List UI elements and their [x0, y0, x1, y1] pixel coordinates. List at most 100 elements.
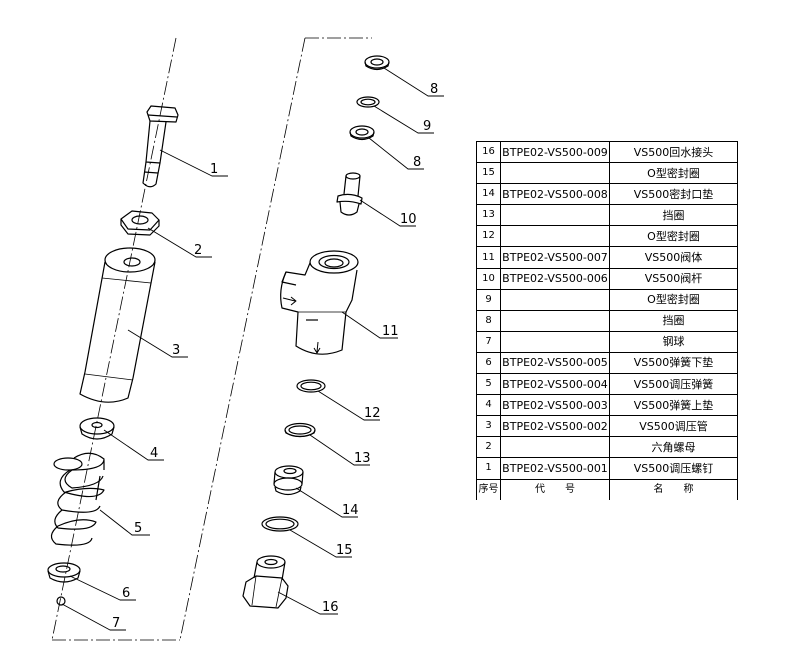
- callout-8-lower: 8: [413, 155, 421, 170]
- callout-4: 4: [150, 446, 158, 461]
- part-5-pressure-spring: [50, 452, 105, 546]
- bom-row-name: VS500调压弹簧: [609, 373, 738, 396]
- bom-row: 9 O型密封圈: [476, 288, 738, 311]
- bom-row-no: 9: [476, 288, 501, 311]
- part-11-valve-body: [280, 250, 359, 355]
- bom-row-code: BTPE02-VS500-003: [500, 394, 610, 417]
- callout-5: 5: [134, 521, 142, 536]
- part-10-valve-stem: [336, 172, 363, 216]
- bom-row-code: [500, 162, 610, 185]
- callout-7: 7: [112, 616, 120, 631]
- bom-row: 2 六角螺母: [476, 436, 738, 459]
- bom-row-name: VS500阀体: [609, 246, 738, 269]
- bom-row-name: O型密封圈: [609, 162, 738, 185]
- bom-row-name: VS500调压螺钉: [609, 457, 738, 480]
- bom-row-code: BTPE02-VS500-005: [500, 351, 610, 375]
- bom-row-code: BTPE02-VS500-006: [500, 267, 610, 290]
- bom-row-name: 挡圈: [609, 204, 738, 227]
- bom-row-no: 13: [476, 204, 501, 227]
- callout-10: 10: [400, 212, 417, 227]
- bom-row-name: VS500阀杆: [609, 267, 738, 290]
- callout-6: 6: [122, 586, 130, 601]
- bom-row: 8 挡圈: [476, 309, 738, 332]
- bom-row-name: VS500回水接头: [609, 140, 738, 164]
- bom-row-no: 12: [476, 225, 501, 248]
- bom-row-name: O型密封圈: [609, 225, 738, 248]
- part-7-steel-ball: [56, 596, 66, 606]
- bom-row-code: BTPE02-VS500-002: [500, 415, 610, 438]
- bom-row-no: 5: [476, 373, 501, 396]
- bom-row-code: [500, 330, 610, 353]
- part-3-adjusting-tube: [79, 247, 156, 403]
- part-16-return-water-joint: [242, 555, 289, 609]
- callout-9: 9: [423, 119, 431, 134]
- bom-row-code: [500, 288, 610, 311]
- bom-row-no: 7: [476, 330, 501, 353]
- bom-row-no: 15: [476, 162, 501, 185]
- header-no: 序号: [476, 478, 501, 500]
- callout-12: 12: [364, 406, 381, 421]
- bom-row-no: 11: [476, 246, 501, 269]
- part-12-o-ring: [296, 379, 326, 393]
- bom-row-code: BTPE02-VS500-004: [500, 373, 610, 396]
- part-9-o-ring: [356, 96, 380, 108]
- callout-2: 2: [194, 243, 202, 258]
- bom-row: 13 挡圈: [476, 204, 738, 227]
- bom-row-no: 3: [476, 415, 501, 438]
- bom-row-name: 六角螺母: [609, 436, 738, 459]
- leader-lines: [61, 67, 444, 631]
- bom-row-no: 1: [476, 457, 501, 480]
- bom-row-code: [500, 225, 610, 248]
- bom-row-name: VS500调压管: [609, 415, 738, 438]
- bom-row-code: BTPE02-VS500-007: [500, 246, 610, 269]
- bom-row-no: 8: [476, 309, 501, 332]
- bom-row: 12 O型密封圈: [476, 225, 738, 248]
- bom-row-name: 挡圈: [609, 309, 738, 332]
- callout-16: 16: [322, 600, 339, 615]
- callout-14: 14: [342, 503, 359, 518]
- part-4-spring-upper-pad: [79, 417, 115, 440]
- bom-row-no: 2: [476, 436, 501, 459]
- bom-row: 15 O型密封圈: [476, 162, 738, 185]
- header-name: 名 称: [609, 478, 738, 500]
- bom-header-row: 序号 代 号 名 称: [476, 478, 738, 500]
- bom-row-code: [500, 309, 610, 332]
- bom-row-name: VS500弹簧上垫: [609, 394, 738, 417]
- bom-row-code: [500, 204, 610, 227]
- part-14-seal-gasket: [273, 465, 304, 496]
- callout-11: 11: [382, 324, 399, 339]
- bom-row: 7 钢球: [476, 330, 738, 353]
- bom-row-no: 14: [476, 183, 501, 206]
- bom-row-no: 6: [476, 351, 501, 375]
- header-code: 代 号: [500, 478, 610, 500]
- bom-row-code: [500, 436, 610, 459]
- callout-8-top: 8: [430, 82, 438, 97]
- bom-row-name: VS500弹簧下垫: [609, 351, 738, 375]
- bom-row-name: VS500密封口垫: [609, 183, 738, 206]
- part-8-retaining-ring-top: [364, 55, 390, 71]
- part-6-spring-lower-pad: [47, 562, 81, 583]
- callout-13: 13: [354, 451, 371, 466]
- callout-15: 15: [336, 543, 353, 558]
- part-1-adjusting-screw: [142, 105, 179, 188]
- bom-row-no: 16: [476, 140, 501, 164]
- bom-row-name: O型密封圈: [609, 288, 738, 311]
- bom-row-no: 4: [476, 394, 501, 417]
- bom-row-code: BTPE02-VS500-001: [500, 457, 610, 480]
- bom-row-code: BTPE02-VS500-009: [500, 140, 610, 164]
- bom-row-name: 钢球: [609, 330, 738, 353]
- part-8-retaining-ring-lower: [349, 125, 375, 141]
- part-13-retaining-ring: [284, 422, 316, 438]
- bom-row-code: BTPE02-VS500-008: [500, 183, 610, 206]
